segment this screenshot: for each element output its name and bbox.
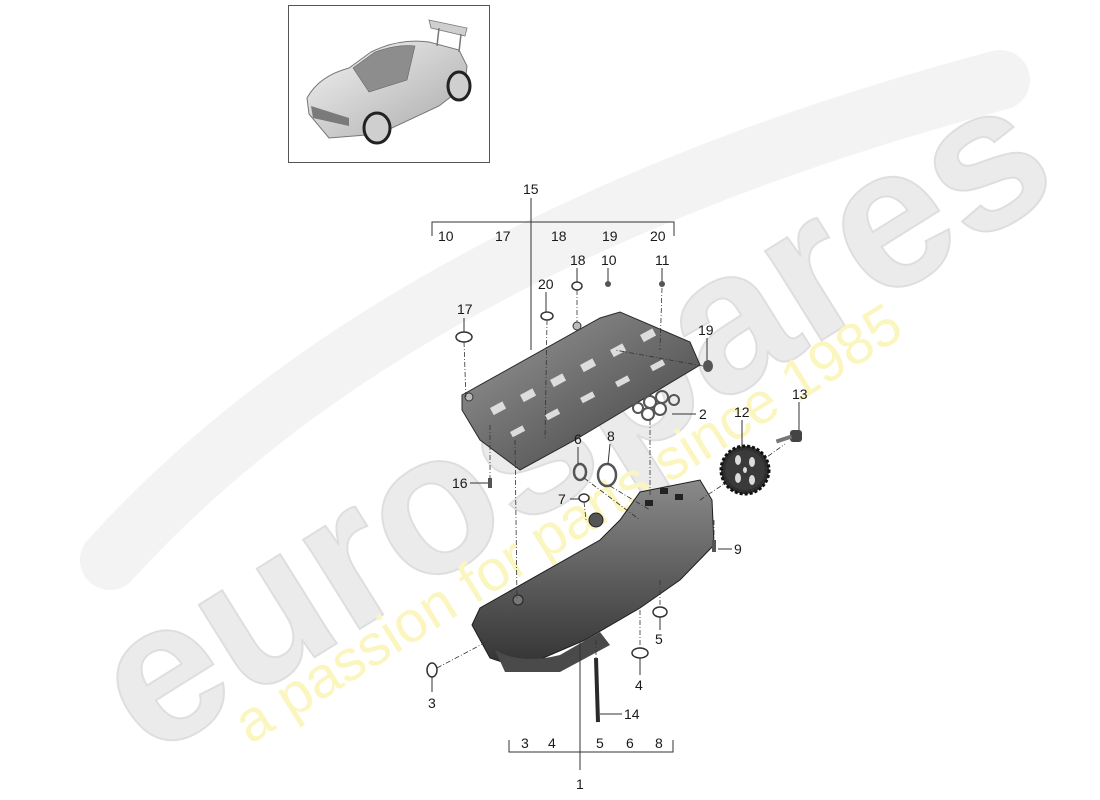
oil-pump-housing-part — [471, 479, 715, 672]
bracket-top-10[interactable]: 10 — [438, 228, 454, 244]
bearing-bridge-part — [461, 311, 701, 471]
callout-7[interactable]: 7 — [558, 491, 566, 507]
leader-lines — [431, 198, 800, 770]
o-ring-6 — [572, 462, 588, 482]
callout-labels: 15 10 17 18 19 20 18 10 11 20 17 19 2 6 … — [428, 181, 808, 792]
callout-16[interactable]: 16 — [452, 475, 468, 491]
callout-4[interactable]: 4 — [635, 677, 643, 693]
callout-8[interactable]: 8 — [607, 428, 615, 444]
plug-19-part — [703, 360, 713, 372]
callout-14[interactable]: 14 — [624, 706, 640, 722]
callout-2[interactable]: 2 — [699, 406, 707, 422]
o-ring-4 — [631, 647, 649, 659]
bracket-bottom-6[interactable]: 6 — [626, 735, 634, 751]
gasket-part — [632, 390, 680, 421]
bolt-14-part — [594, 657, 600, 723]
plug-11-part — [659, 281, 665, 287]
callout-5[interactable]: 5 — [655, 631, 663, 647]
bolt-9-part — [712, 540, 716, 552]
callout-19[interactable]: 19 — [698, 322, 714, 338]
bracket-top-19[interactable]: 19 — [602, 228, 618, 244]
bracket-bottom-4[interactable]: 4 — [548, 735, 556, 751]
callout-6[interactable]: 6 — [574, 431, 582, 447]
bracket-top-20[interactable]: 20 — [650, 228, 666, 244]
callout-10[interactable]: 10 — [601, 252, 617, 268]
car-thumbnail-icon — [306, 19, 472, 145]
bolt-13-part — [775, 430, 802, 444]
car-thumbnail — [288, 5, 490, 163]
bracket-top-17[interactable]: 17 — [495, 228, 511, 244]
callout-9[interactable]: 9 — [734, 541, 742, 557]
bracket-bottom-3[interactable]: 3 — [521, 735, 529, 751]
callout-15[interactable]: 15 — [523, 181, 539, 197]
o-ring-17 — [455, 331, 473, 343]
bracket-bottom-8[interactable]: 8 — [655, 735, 663, 751]
callout-20[interactable]: 20 — [538, 276, 554, 292]
plug-10-part — [605, 281, 611, 287]
callout-1[interactable]: 1 — [576, 776, 584, 792]
bracket-bottom-5[interactable]: 5 — [596, 735, 604, 751]
callout-17[interactable]: 17 — [457, 301, 473, 317]
bolt-16-part — [488, 478, 492, 488]
callout-18[interactable]: 18 — [570, 252, 586, 268]
o-ring-8 — [596, 462, 618, 488]
assembly-lines — [436, 287, 786, 669]
callout-13[interactable]: 13 — [792, 386, 808, 402]
o-ring-3 — [426, 662, 438, 678]
callout-3[interactable]: 3 — [428, 695, 436, 711]
callout-12[interactable]: 12 — [734, 404, 750, 420]
sprocket-part — [719, 444, 771, 496]
bracket-top-18[interactable]: 18 — [551, 228, 567, 244]
o-ring-5 — [652, 606, 668, 618]
callout-11[interactable]: 11 — [655, 252, 670, 268]
